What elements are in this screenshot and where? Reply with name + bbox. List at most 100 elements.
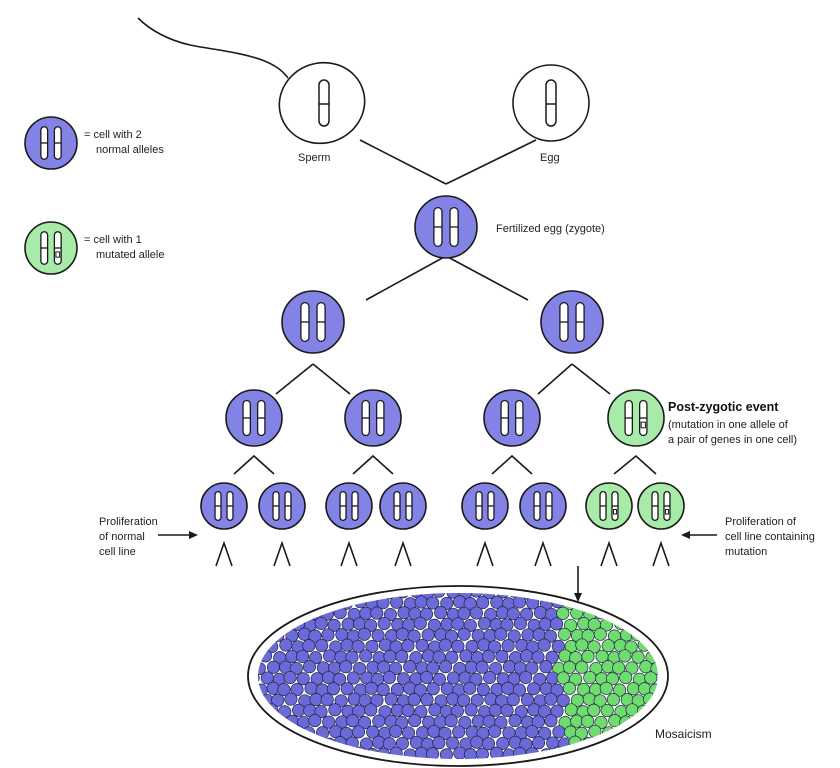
mutated-cell-dot: [638, 596, 652, 610]
mutated-cell-dot: [587, 703, 601, 717]
mutated-cell-dot: [625, 661, 639, 675]
normal-cell-dot: [290, 683, 304, 697]
mutated-cell-dot: [564, 618, 578, 632]
normal-cell-dot: [289, 746, 303, 759]
normal-cell-dot: [551, 639, 565, 653]
legend-normal-cell: [24, 116, 78, 170]
chromosome-icon: [545, 79, 557, 127]
normal-cell: [379, 482, 427, 530]
normal-cell-dot: [258, 725, 266, 739]
mutated-cell-dot: [632, 593, 646, 598]
normal-cell-dot: [544, 714, 558, 728]
normal-cell-dot: [340, 682, 354, 696]
normal-cell: [258, 482, 306, 530]
mosaic-embryo: [247, 585, 669, 767]
normal-cell-dot: [506, 607, 520, 621]
normal-cell-dot: [309, 651, 323, 665]
normal-cell-dot: [409, 735, 423, 749]
normal-cell-dot: [500, 618, 514, 632]
normal-cell-dot: [308, 714, 322, 728]
normal-cell-dot: [476, 596, 490, 610]
normal-cell-dot: [278, 747, 292, 759]
normal-cell-dot: [321, 670, 336, 685]
normal-cell-dot: [450, 704, 464, 718]
normal-cell-dot: [414, 705, 428, 719]
normal-cell-dot: [395, 715, 409, 730]
normal-cell-dot: [267, 597, 281, 611]
legend-normal-line2: normal alleles: [96, 144, 164, 156]
normal-cell-dot: [414, 595, 428, 609]
mutated-cell-dot: [593, 627, 607, 641]
normal-cell-dot: [440, 596, 454, 610]
chromosome-icon: [500, 399, 510, 437]
normal-cell-dot: [327, 618, 341, 632]
chromosome-icon: [393, 490, 401, 522]
normal-cell-dot: [512, 595, 527, 609]
normal-cell-dot: [469, 606, 483, 620]
normal-cell-dot: [550, 704, 564, 718]
normal-cell-dot: [284, 737, 298, 751]
mutated-cell-dot: [564, 703, 578, 717]
post-zygotic-title: Post-zygotic event: [668, 400, 779, 414]
mutated-cell-dot: [636, 617, 651, 631]
zygote-cell: [414, 195, 478, 259]
caret-split-icon: [600, 540, 618, 567]
normal-cell-dot: [310, 593, 324, 598]
normal-cell-dot: [322, 593, 336, 600]
mutated-cell-dot: [619, 670, 633, 685]
chromosome-icon: [272, 490, 280, 522]
chromosome-icon: [53, 126, 62, 160]
chromosome-icon: [599, 490, 607, 522]
normal-cell-dot: [339, 660, 353, 674]
normal-cell-dot: [501, 681, 515, 695]
normal-cell-dot: [446, 593, 460, 599]
normal-cell-dot: [346, 714, 360, 728]
normal-cell-dot: [469, 593, 483, 598]
normal-cell-dot: [426, 747, 440, 759]
normal-cell-dot: [283, 670, 297, 685]
normal-cell-dot: [382, 737, 396, 751]
normal-cell-dot: [506, 693, 520, 707]
normal-cell-dot: [470, 735, 484, 749]
normal-cell-dot: [469, 672, 483, 686]
normal-cell-dot: [427, 618, 441, 632]
legend-mutated-cell: [24, 221, 78, 275]
mutated-cell-dot: [595, 593, 609, 599]
chromosome-icon: [300, 301, 310, 343]
normal-cell-dot: [525, 724, 539, 739]
normal-cell: [325, 482, 373, 530]
chromosome-icon: [361, 399, 371, 437]
caret-split-icon: [394, 540, 412, 567]
normal-cell-dot: [271, 606, 285, 620]
normal-cell-dot: [333, 593, 347, 598]
normal-cell-dot: [258, 607, 261, 621]
mutated-cell-dot: [558, 649, 572, 663]
mutated-cell-dot: [626, 682, 640, 696]
normal-cell-dot: [378, 638, 392, 652]
normal-cell-dot: [451, 639, 465, 653]
normal-cell-dot: [539, 660, 553, 674]
normal-cell: [540, 290, 604, 354]
normal-cell-dot: [390, 595, 404, 609]
mutated-cell-dot: [649, 746, 658, 759]
normal-cell-dot: [520, 649, 534, 663]
normal-cell-dot: [427, 724, 441, 739]
gamete-connector-lines: [359, 139, 537, 185]
normal-cell-dot: [475, 660, 489, 674]
normal-cell-dot: [537, 638, 551, 652]
normal-cell-dot: [302, 639, 316, 653]
normal-cell-dot: [370, 606, 384, 620]
normal-cell-dot: [407, 693, 421, 707]
normal-cell-dot: [415, 638, 429, 653]
arrow-icon: [158, 531, 198, 539]
normal-cell-dot: [316, 746, 330, 759]
chromosome-icon: [638, 399, 648, 437]
normal-cell-dot: [439, 660, 453, 674]
normal-cell-dot: [258, 595, 267, 609]
normal-cell-dot: [475, 747, 489, 759]
normal-cell-dot: [420, 670, 434, 685]
normal-cell-dot: [258, 593, 260, 599]
normal-cell-dot: [446, 671, 461, 685]
normal-cell-dot: [556, 693, 570, 707]
normal-cell-dot: [543, 629, 557, 643]
